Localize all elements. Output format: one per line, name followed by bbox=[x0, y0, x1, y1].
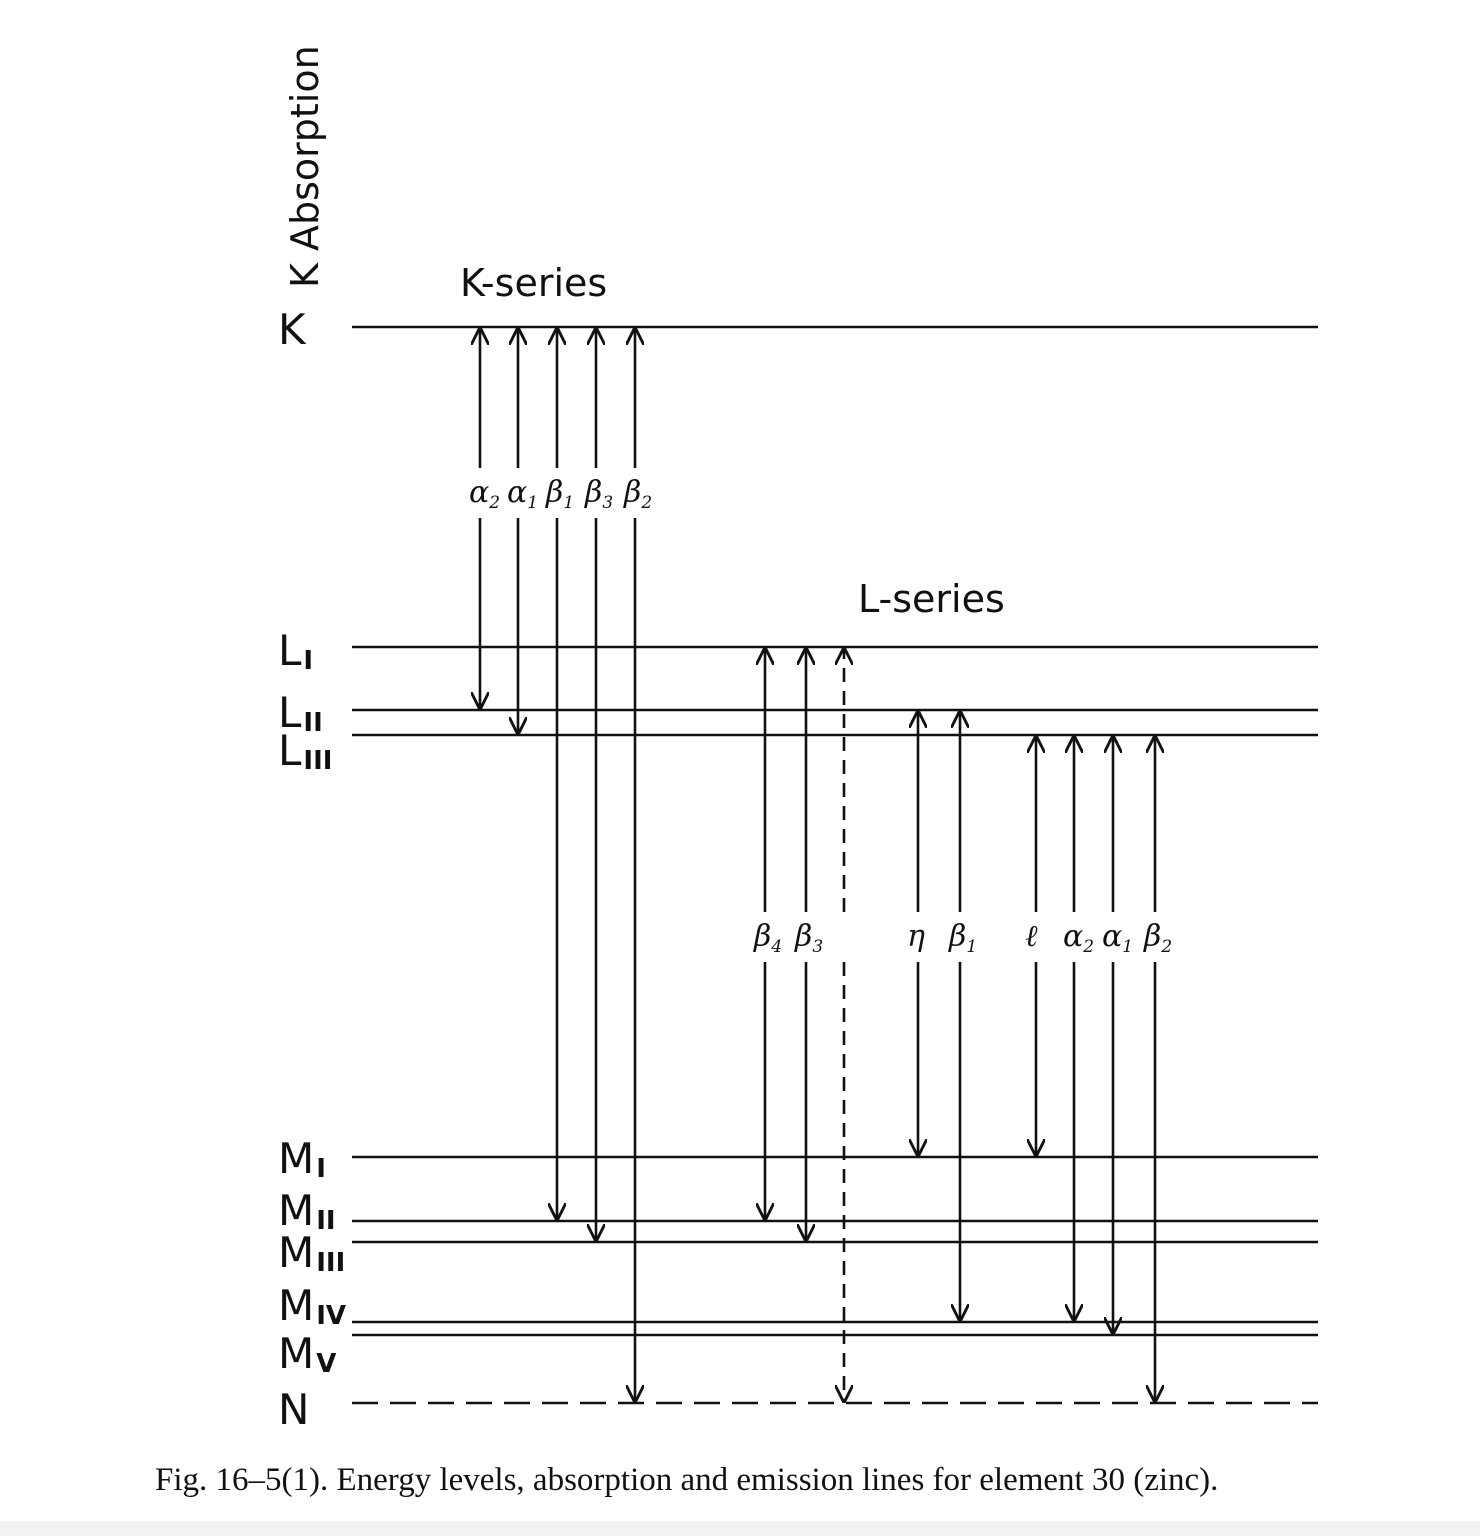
l-line-label-5: ℓ bbox=[1025, 919, 1038, 954]
k-line-label-2: β1 bbox=[545, 475, 574, 513]
k-line-label-4: β2 bbox=[623, 475, 652, 513]
level-label-miv: MIV bbox=[278, 1281, 346, 1331]
l-line-label-1: β3 bbox=[794, 919, 823, 957]
level-label-liii: LIII bbox=[278, 726, 332, 776]
k-absorption-label: K Absorption bbox=[283, 45, 327, 288]
level-label-n: N bbox=[278, 1385, 309, 1434]
l-line-label-4: β1 bbox=[948, 919, 977, 957]
figure-caption: Fig. 16–5(1). Energy levels, absorption … bbox=[155, 1462, 1219, 1498]
level-label-k: K bbox=[278, 305, 307, 354]
level-label-miii: MIII bbox=[278, 1228, 345, 1278]
level-label-mv: MV bbox=[278, 1329, 336, 1379]
k-line-label-1: α1 bbox=[507, 475, 538, 513]
l-line-label-6: α2 bbox=[1063, 919, 1094, 957]
level-label-mii: MII bbox=[278, 1186, 336, 1236]
k-series-title: K-series bbox=[460, 261, 607, 305]
page-bottom-edge bbox=[0, 1521, 1480, 1536]
level-label-li: LI bbox=[278, 626, 313, 676]
k-line-label-0: α2 bbox=[469, 475, 500, 513]
l-line-label-3: η bbox=[907, 919, 925, 954]
l-series-title: L-series bbox=[858, 577, 1005, 621]
l-line-label-7: α1 bbox=[1102, 919, 1133, 957]
l-line-label-8: β2 bbox=[1143, 919, 1172, 957]
k-line-label-3: β3 bbox=[584, 475, 613, 513]
level-label-lii: LII bbox=[278, 688, 323, 738]
level-label-mi: MI bbox=[278, 1134, 326, 1184]
l-line-label-0: β4 bbox=[753, 919, 782, 957]
